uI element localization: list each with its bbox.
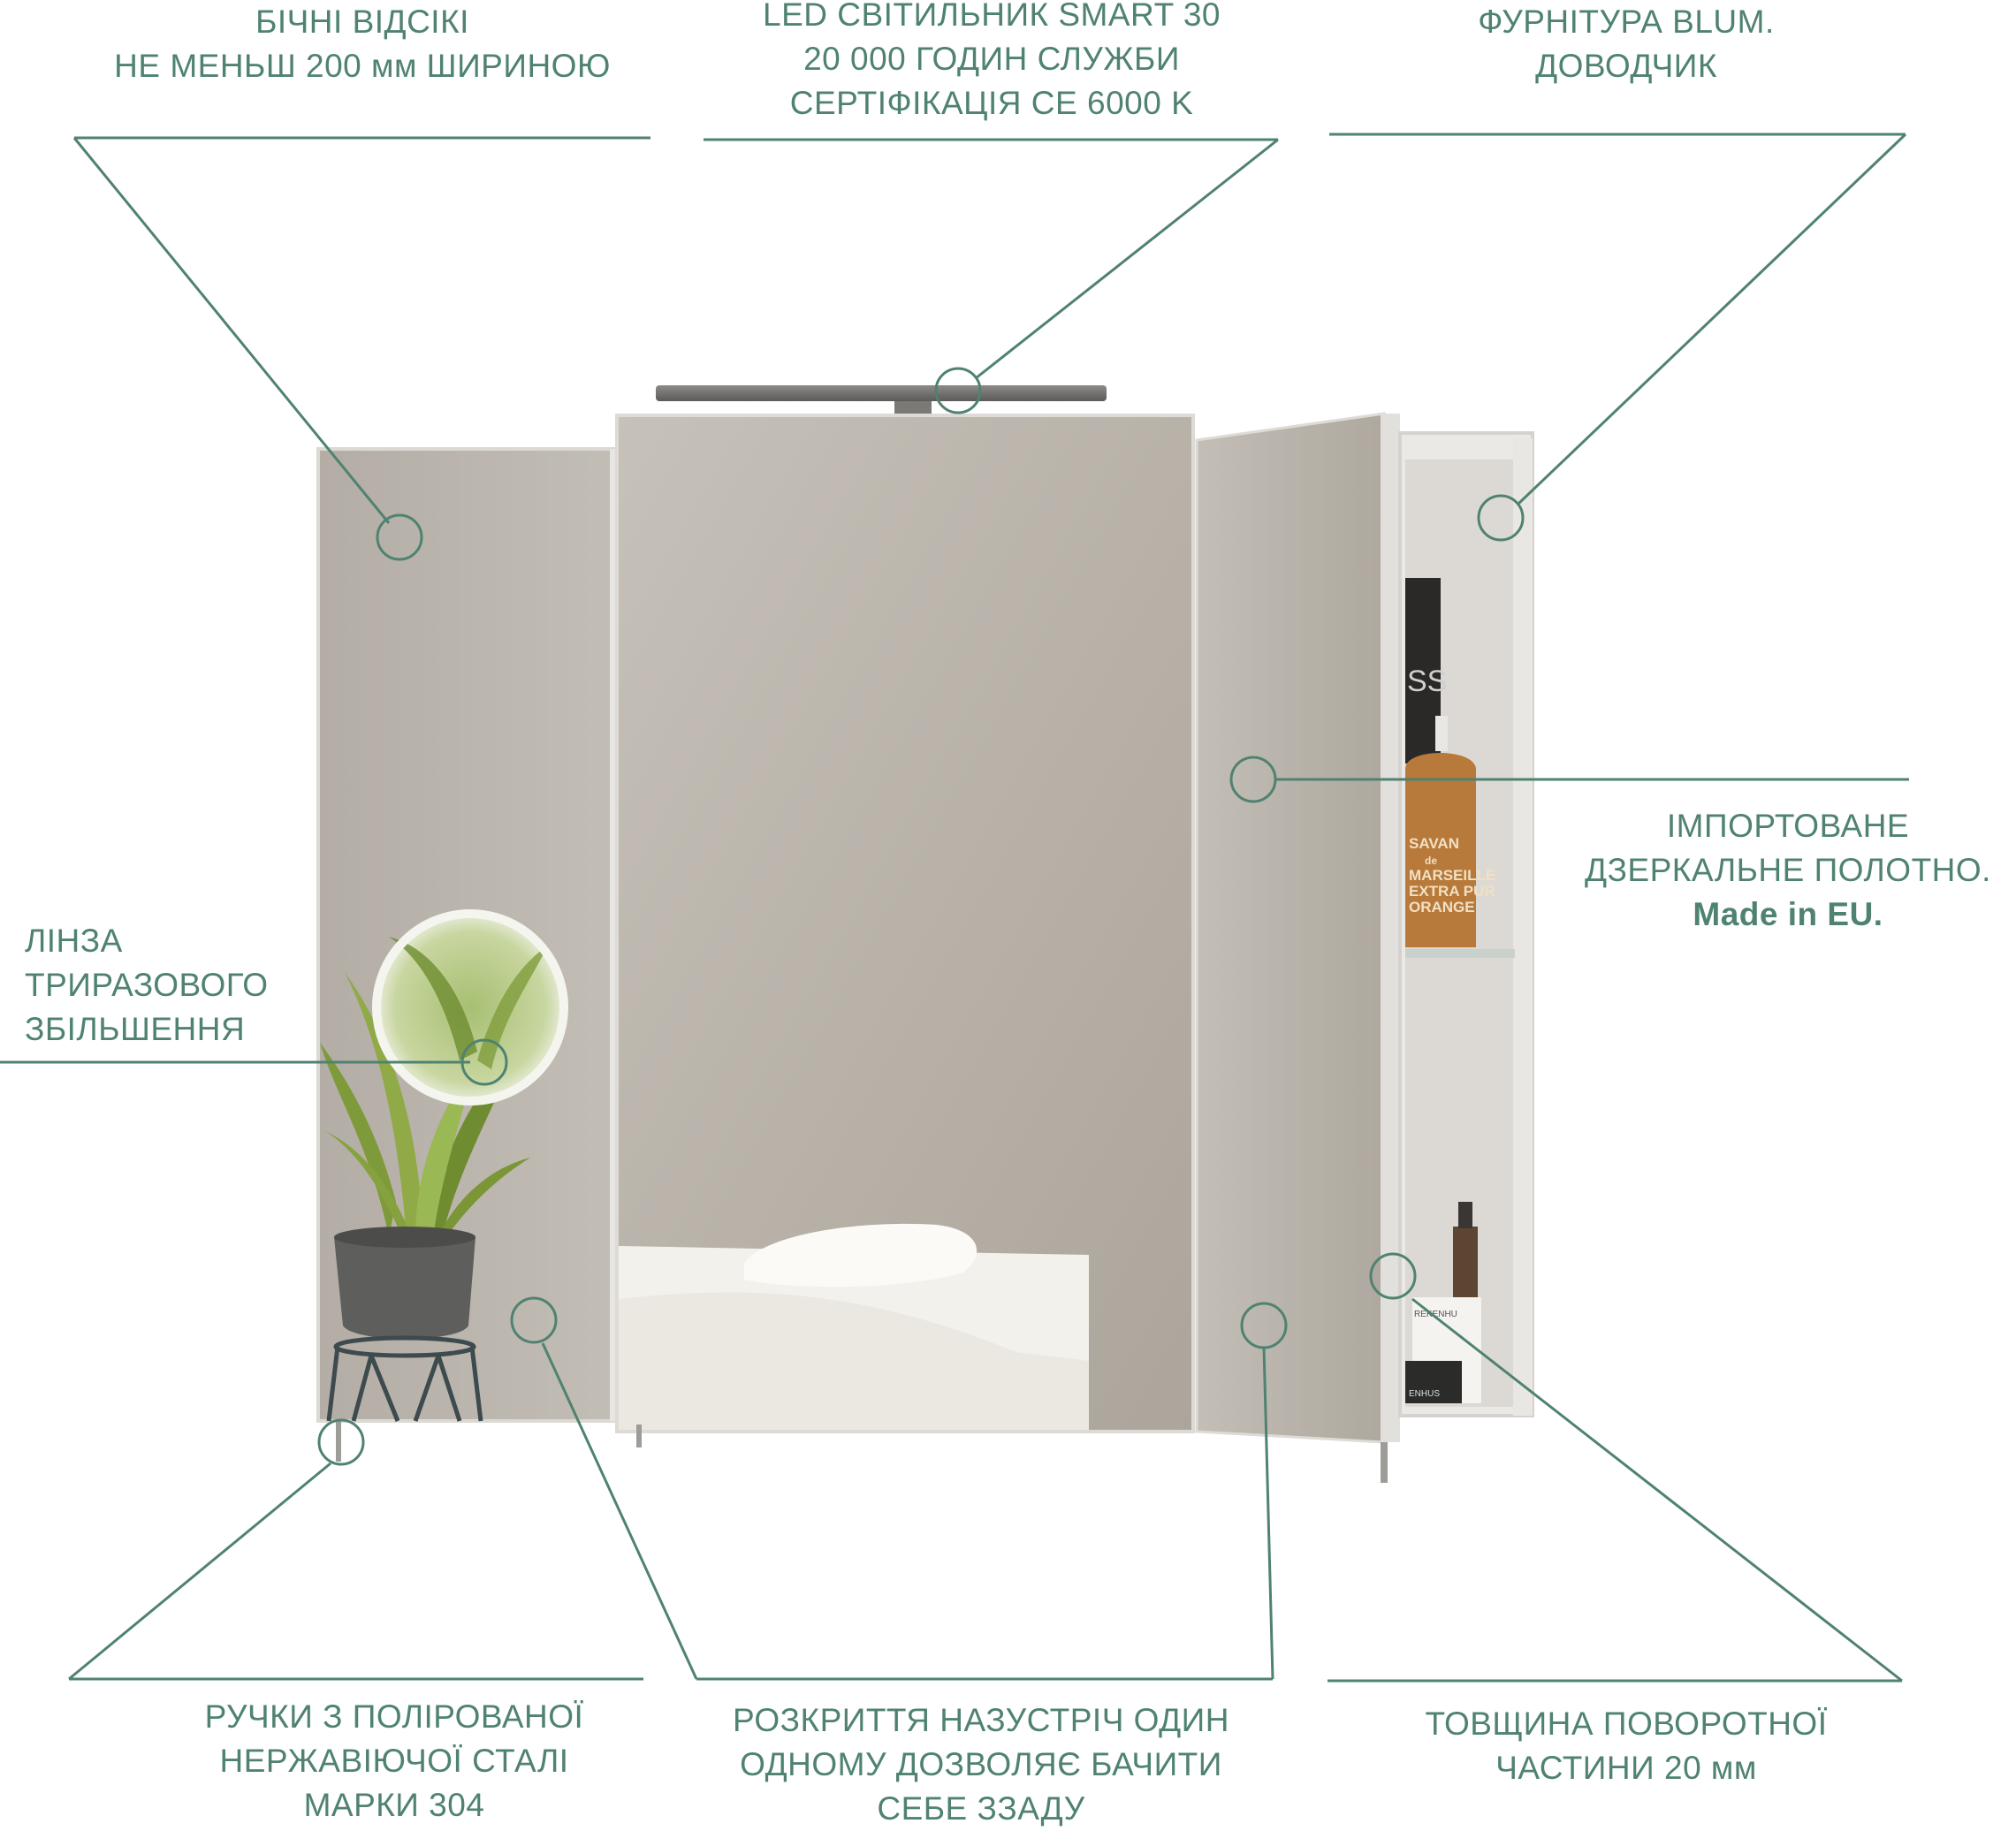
marker-magnifier-lens [460,1038,508,1086]
marker-mirror-glass [1229,756,1277,803]
left-handle [336,1419,341,1462]
small-bottle-label: REKENHU [1414,1310,1457,1319]
callout-line: ТОВЩИНА ПОВОРОТНОЇ [1425,1706,1828,1742]
callout-line: ТРИРАЗОВОГО [25,967,269,1003]
svg-text:EXTRA PUR: EXTRA PUR [1409,883,1495,900]
callout-mirror-glass: ІМПОРТОВАНЕ ДЗЕРКАЛЬНЕ ПОЛОТНО. Made in … [1571,804,2005,937]
callout-line: МАРКИ 304 [303,1787,485,1823]
callout-blum-hardware: ФУРНІТУРА BLUM. ДОВОДЧИК [1338,0,1914,88]
callout-door-thickness: ТОВЩИНА ПОВОРОТНОЇ ЧАСТИНИ 20 мм [1338,1702,1914,1790]
callout-led-light: LED СВІТИЛЬНИК SMART 30 20 000 ГОДИН СЛУ… [704,0,1280,125]
callout-line: ОДНОМУ ДОЗВОЛЯЄ БАЧИТИ [740,1746,1222,1782]
right-open-shelf: SS SAVAN de MARSEILLE EXTRA PUR ORANGE R… [1398,431,1534,1417]
callout-line: LED СВІТИЛЬНИК SMART 30 [763,0,1221,33]
left-door [316,447,617,1462]
callout-line: РОЗКРИТТЯ НАЗУСТРІЧ ОДИН [733,1702,1229,1738]
callout-line: СЕРТІФІКАЦІЯ CE 6000 K [789,85,1194,121]
callout-line: НЕ МЕНЬШ 200 мм ШИРИНОЮ [114,48,611,84]
plant-reflection [320,972,530,1422]
marker-doors-opening-left [510,1296,558,1344]
marker-side-sections [376,513,423,561]
callout-line: СЕБЕ ЗЗАДУ [877,1790,1085,1827]
marker-doors-opening-right [1240,1302,1288,1349]
svg-text:MARSEILLE: MARSEILLE [1409,867,1495,884]
svg-text:SAVAN: SAVAN [1409,835,1459,852]
callout-doors-opening: РОЗКРИТТЯ НАЗУСТРІЧ ОДИН ОДНОМУ ДОЗВОЛЯЄ… [693,1698,1269,1831]
marker-steel-handles [317,1418,365,1466]
callout-line: ФУРНІТУРА BLUM. [1478,4,1775,40]
bottle-brand-text: SS [1407,665,1447,698]
callout-line: ЗБІЛЬШЕННЯ [25,1011,246,1047]
callout-line: ДЗЕРКАЛЬНЕ ПОЛОТНО. [1585,852,1991,888]
callout-line: РУЧКИ З ПОЛІРОВАНОЇ [204,1698,584,1735]
callout-line: ІМПОРТОВАНЕ [1666,808,1910,844]
center-mirror [615,414,1195,1447]
marker-door-thickness [1369,1252,1417,1300]
svg-text:de: de [1425,855,1437,867]
callout-line: БІЧНІ ВІДСІКІ [255,4,469,40]
bathtub-reflection [619,1223,1089,1430]
callout-line: Made in EU. [1693,896,1883,932]
magnifier-lens [372,909,568,1105]
callout-line: ЧАСТИНИ 20 мм [1495,1750,1757,1786]
callout-magnifier-lens: ЛІНЗА ТРИРАЗОВОГО ЗБІЛЬШЕННЯ [25,919,269,1052]
marker-led-light [934,367,982,414]
right-door [1195,412,1400,1483]
callout-line: ДОВОДЧИК [1535,48,1717,84]
callout-side-sections: БІЧНІ ВІДСІКІ НЕ МЕНЬШ 200 мм ШИРИНОЮ [74,0,650,88]
callout-line: ЛІНЗА [25,923,123,959]
marker-blum-hardware [1477,494,1525,542]
soap-label: SAVAN de MARSEILLE EXTRA PUR ORANGE [1409,835,1495,916]
callout-steel-handles: РУЧКИ З ПОЛІРОВАНОЇ НЕРЖАВІЮЧОЇ СТАЛІ МА… [106,1695,682,1827]
callout-line: 20 000 ГОДИН СЛУЖБИ [803,41,1180,77]
svg-text:ORANGE: ORANGE [1409,899,1475,916]
callout-lines [0,133,1909,1683]
callout-line: НЕРЖАВІЮЧОЇ СТАЛІ [219,1743,569,1779]
jar-label: ENHUS [1409,1389,1440,1399]
